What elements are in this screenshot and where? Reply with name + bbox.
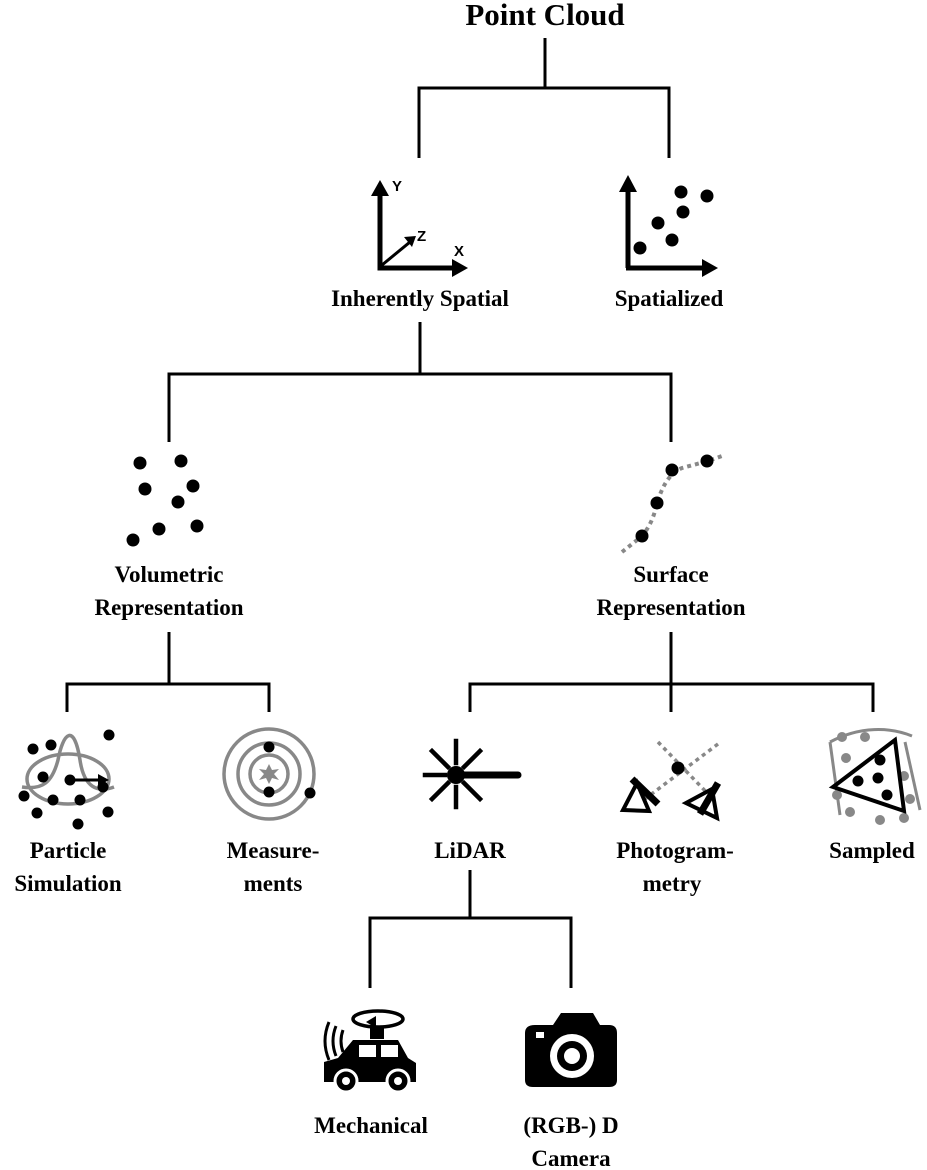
- label-sampled: Sampled: [829, 838, 915, 863]
- particle-simulation-icon: [18, 729, 115, 830]
- root-title: Point Cloud: [465, 0, 624, 32]
- tree-connectors: [65, 38, 875, 988]
- connector-root: [417, 38, 671, 158]
- label-particle-line2: Simulation: [14, 871, 122, 896]
- label-photogrammetry-line1: Photogram-: [616, 838, 734, 863]
- two-cameras-triangulation-icon: [619, 740, 722, 822]
- axis-label-y: Y: [392, 178, 402, 195]
- connector-lidar: [368, 870, 573, 988]
- laser-beam-icon: [422, 738, 522, 810]
- label-spatialized: Spatialized: [615, 286, 724, 311]
- label-volumetric-line2: Representation: [94, 595, 243, 620]
- label-inherently-spatial: Inherently Spatial: [331, 286, 509, 311]
- label-particle-line1: Particle: [30, 838, 107, 863]
- sampled-triangle-icon: [828, 728, 922, 825]
- label-rgbd-line1: (RGB-) D: [523, 1113, 618, 1138]
- car-spinning-lidar-icon: [323, 1009, 416, 1094]
- label-rgbd-line2: Camera: [531, 1146, 611, 1170]
- connector-volumetric: [65, 632, 271, 712]
- label-measurements-line2: ments: [244, 871, 303, 896]
- camera-icon: [525, 1013, 617, 1087]
- label-photogrammetry-line2: metry: [643, 871, 702, 896]
- label-mechanical: Mechanical: [314, 1113, 428, 1138]
- axis-label-x: X: [454, 243, 464, 260]
- axis-label-z: Z: [417, 228, 426, 245]
- scatter-points: [633, 185, 714, 255]
- label-lidar: LiDAR: [434, 838, 506, 863]
- connector-surface: [468, 632, 875, 712]
- label-measurements-line1: Measure-: [227, 838, 320, 863]
- concentric-rings-icon: [222, 727, 316, 821]
- label-surface-line2: Representation: [596, 595, 745, 620]
- connector-inherently-spatial: [167, 322, 673, 442]
- label-volumetric-line1: Volumetric: [114, 562, 223, 587]
- surface-curve-points-icon: [620, 454, 723, 554]
- point-scatter-icon: [126, 454, 204, 547]
- xyz-axes-icon: [371, 180, 468, 277]
- scatter-plot-icon: [619, 175, 718, 277]
- label-surface-line1: Surface: [633, 562, 708, 587]
